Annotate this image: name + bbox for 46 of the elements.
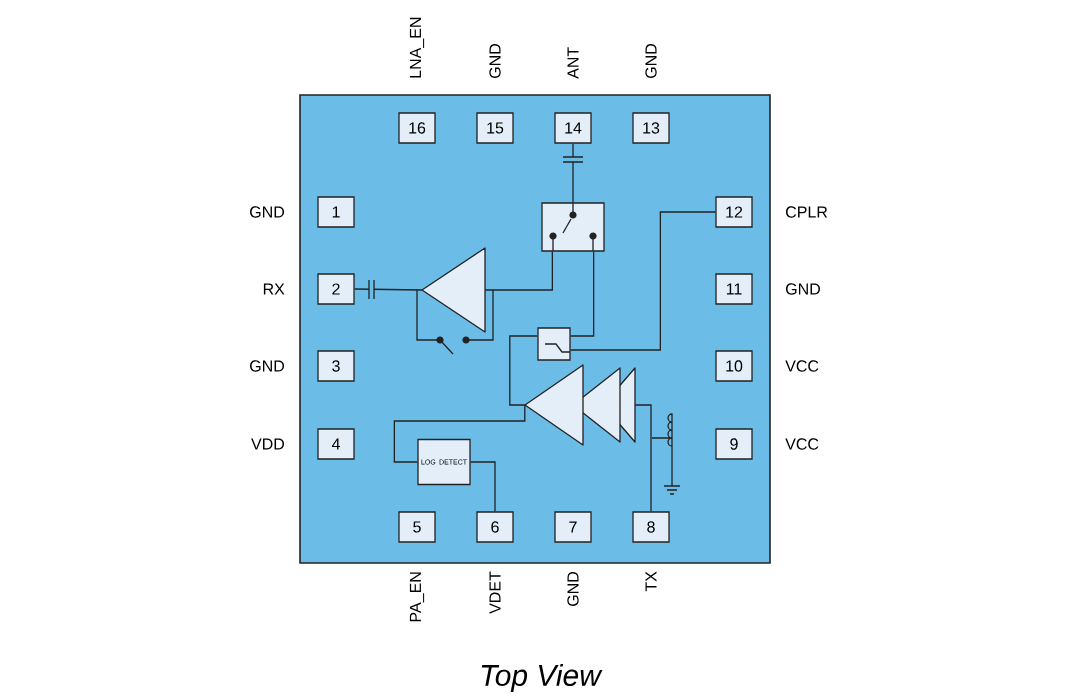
pin-pad: 13: [632, 112, 670, 144]
amplifier-triangle: [524, 364, 636, 446]
connector-line: [393, 404, 526, 463]
pin-label: PA_EN: [409, 572, 425, 622]
pin-pad: 16: [398, 112, 436, 144]
connector-line: [484, 251, 553, 291]
pin-label: GND: [250, 360, 285, 372]
pin-label: GND: [645, 44, 657, 78]
pin-label: GND: [250, 206, 285, 218]
pin-pad: 6: [476, 511, 514, 543]
pin-pad: 10: [715, 350, 753, 382]
connector-line: [470, 461, 496, 512]
pin-label: GND: [489, 44, 501, 78]
pin-pad: 12: [715, 196, 753, 228]
connector-line: [634, 404, 652, 512]
pin-label: GND: [786, 283, 820, 295]
pin-label: LNA_EN: [409, 17, 425, 78]
pin-label: VDET: [489, 571, 501, 614]
pin-pad: 7: [554, 511, 592, 543]
connector-line: [509, 335, 538, 406]
connector-line: [570, 251, 595, 337]
pin-label: VDD: [251, 438, 285, 450]
connector-line: [572, 143, 574, 203]
pin-pad: 1: [317, 196, 355, 228]
pin-pad: 3: [317, 350, 355, 382]
pin-label: GND: [567, 571, 579, 606]
pin-pad: 4: [317, 428, 355, 460]
pin-pad: 5: [398, 511, 436, 543]
pin-pad: 14: [554, 112, 592, 144]
pin-label: TX: [645, 571, 657, 592]
pin-label: ANT: [567, 47, 579, 79]
pin-pad: 8: [632, 511, 670, 543]
pin-label: VCC: [785, 438, 819, 450]
pin-label: RX: [263, 283, 285, 295]
connector-line: [354, 288, 423, 291]
pin-pad: 11: [715, 273, 753, 305]
amplifier-triangle: [421, 247, 486, 333]
pin-label: VCC: [785, 360, 819, 372]
coupler-box: [537, 327, 571, 361]
caption: Top View: [481, 664, 603, 692]
pin-label: CPLR: [786, 206, 828, 218]
pin-pad: 2: [317, 273, 355, 305]
connector-line: [570, 211, 716, 351]
switch-box: [541, 201, 605, 252]
pin-pad: 9: [715, 428, 753, 460]
pin-pad: 15: [476, 112, 514, 144]
